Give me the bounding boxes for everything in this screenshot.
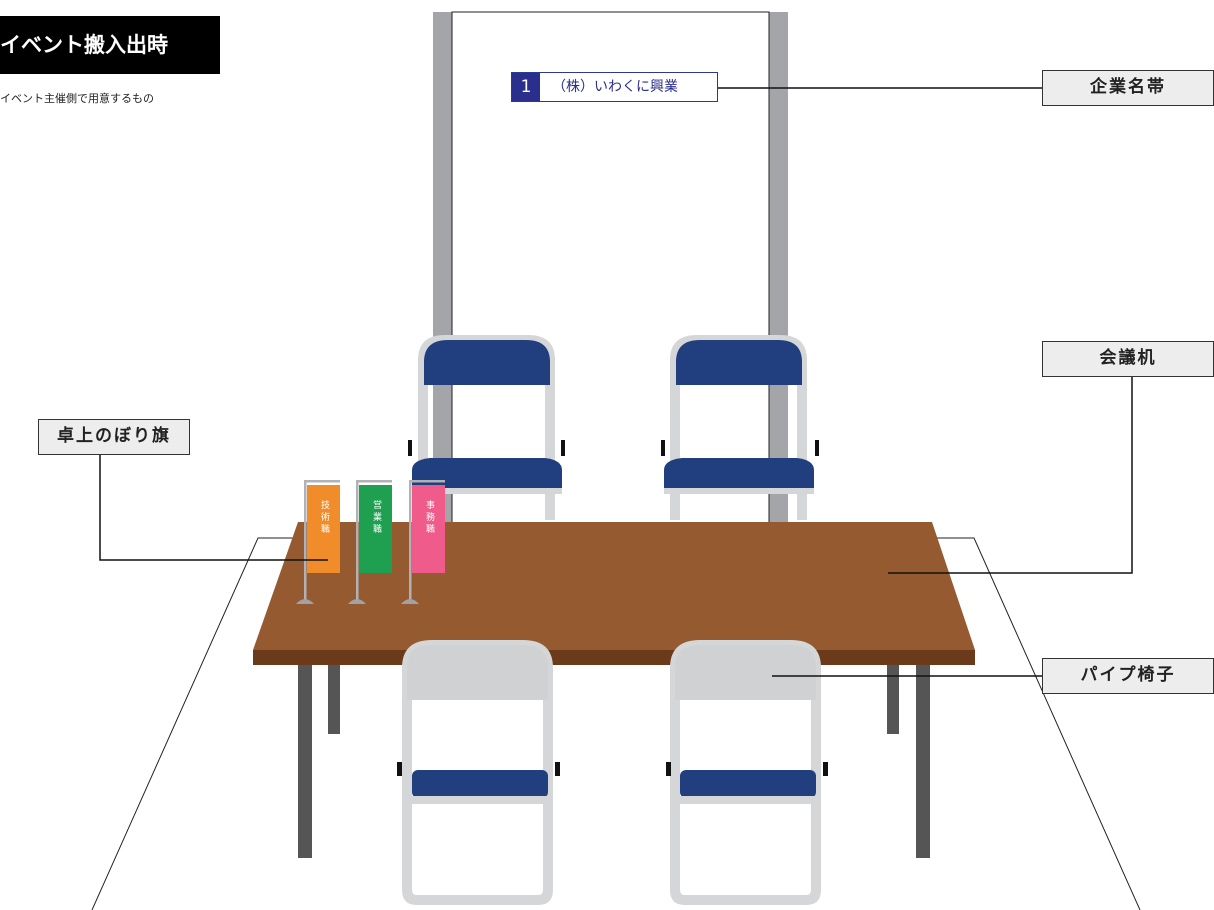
label-meeting-desk: 会議机 (1042, 341, 1214, 377)
nameplate-number: 1 (512, 73, 540, 101)
flag-2-text: 営業職 (368, 500, 383, 536)
flag-3-text: 事務職 (421, 500, 436, 536)
flag-1-text: 技術職 (316, 500, 331, 536)
front-chair-right (666, 640, 828, 905)
label-pipe-chair: パイプ椅子 (1042, 658, 1214, 694)
page-title: イベント搬入出時 (0, 16, 220, 74)
front-chair-left (397, 640, 560, 905)
flag-text-1: 技術職 (307, 500, 340, 542)
nameplate-company: （株）いわくに興業 (552, 73, 678, 101)
flag-text-3: 事務職 (412, 500, 445, 542)
label-desktop-banner: 卓上のぼり旗 (38, 419, 190, 455)
company-nameplate: 1 （株）いわくに興業 (511, 72, 718, 102)
page-subtitle: イベント主催側で用意するもの (0, 90, 154, 106)
label-company-band: 企業名帯 (1042, 70, 1214, 106)
flag-text-2: 営業職 (359, 500, 392, 542)
